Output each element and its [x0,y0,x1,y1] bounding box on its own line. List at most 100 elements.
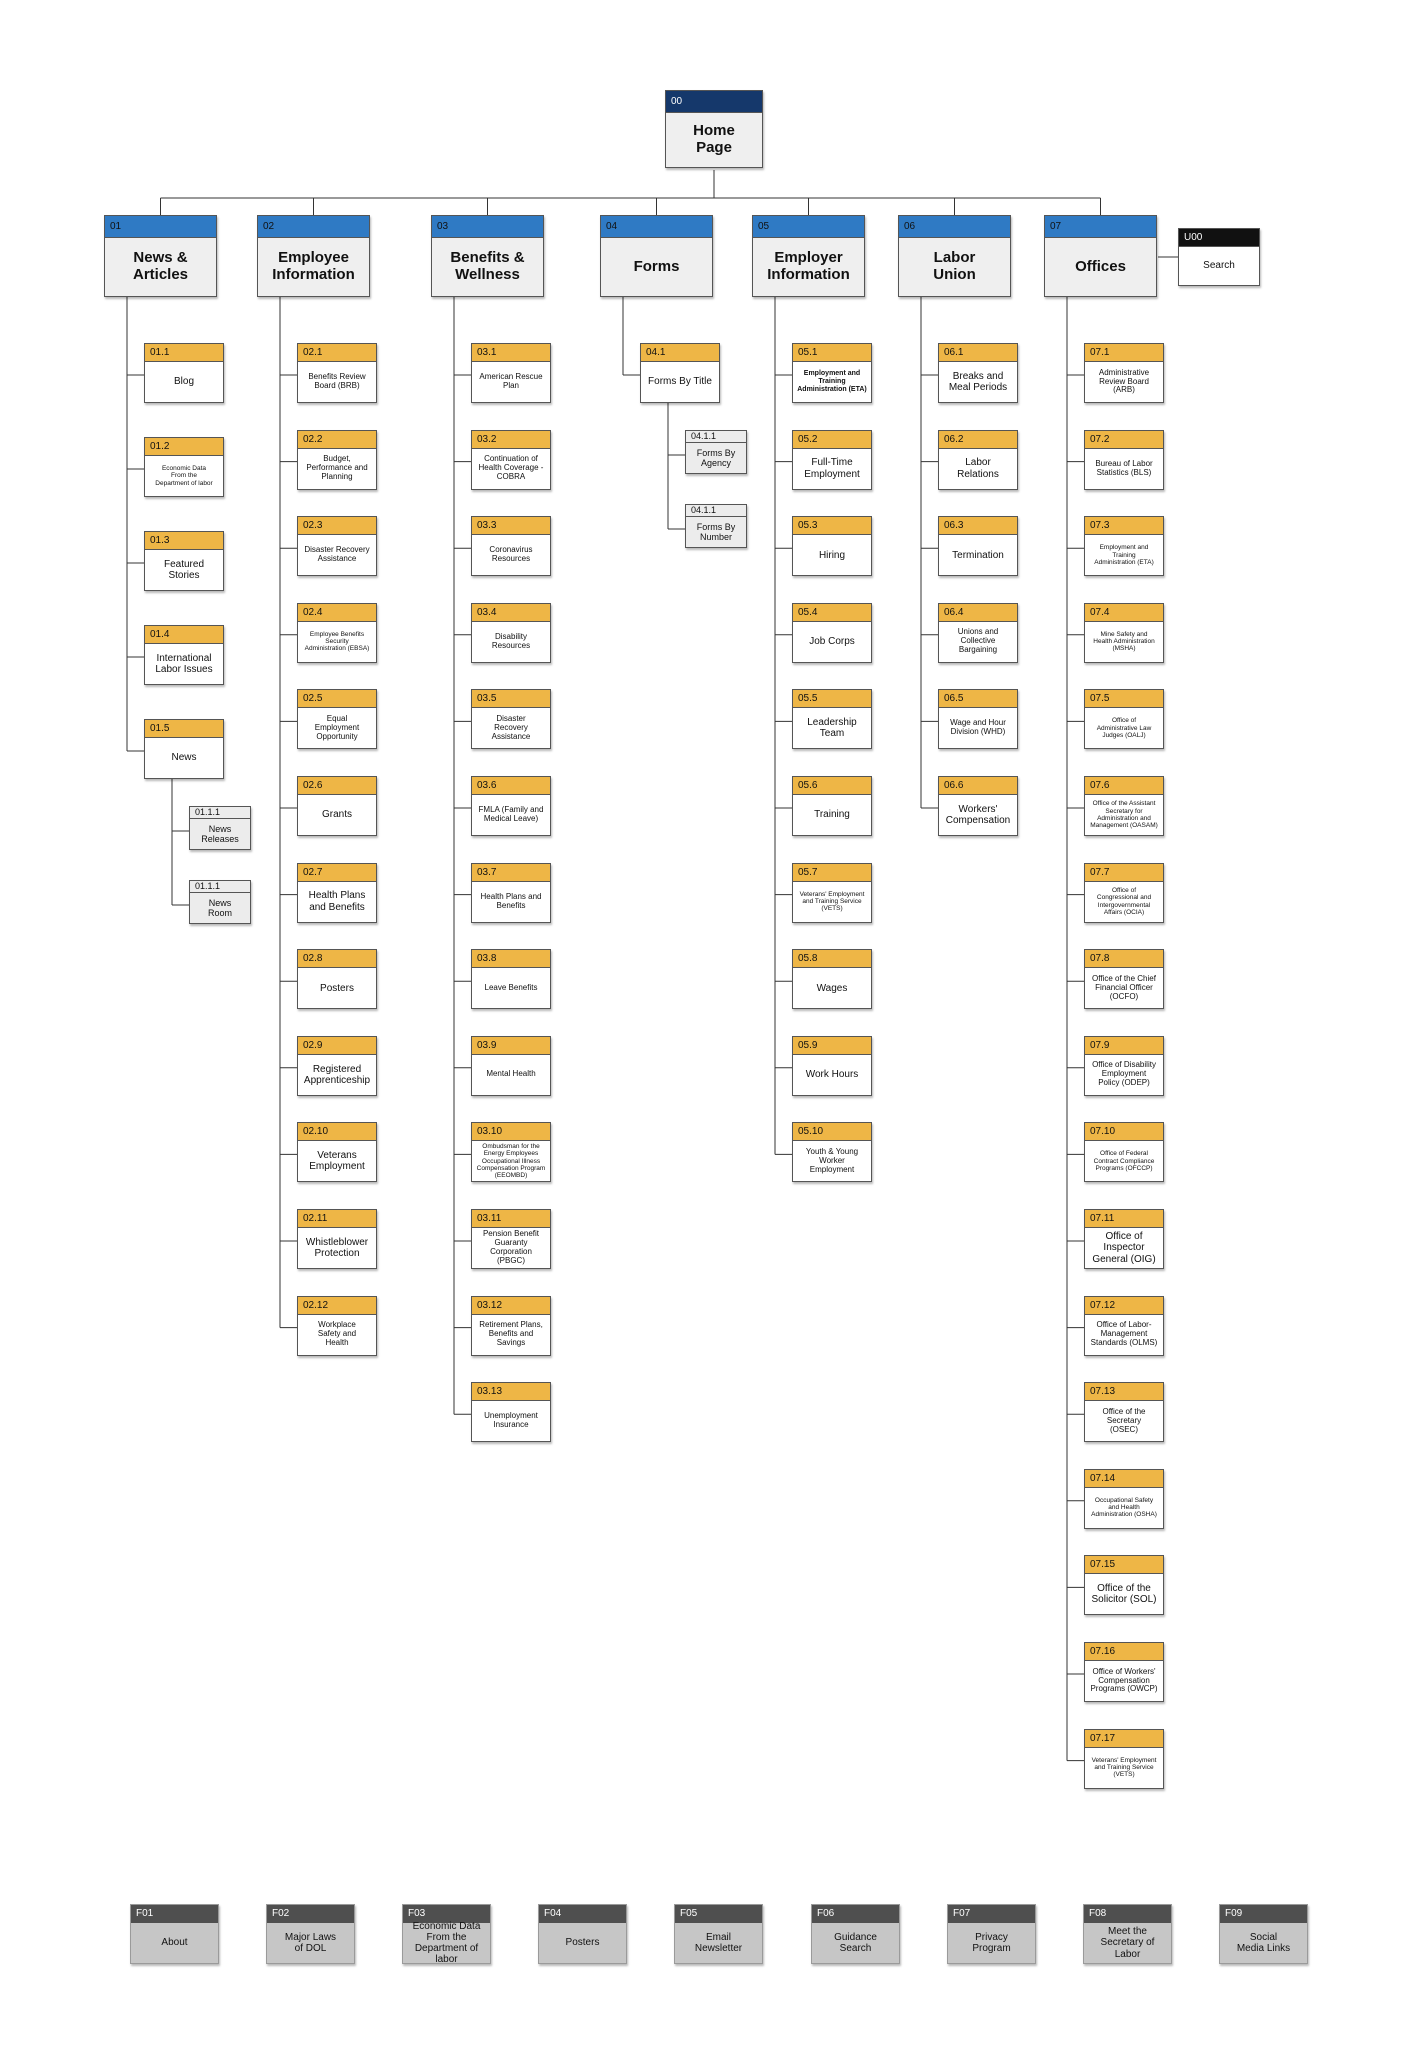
item-node-05-3-id: 05.3 [793,517,871,536]
section-node-04-label: Forms [601,238,712,296]
item-node-05-9-label: Work Hours [793,1054,871,1095]
footer-node-f01-label: About [131,1923,218,1963]
item-node-03-8-id: 03.8 [472,950,550,969]
item-node-07-5-id: 07.5 [1085,690,1163,709]
section-node-03-id: 03 [432,216,543,238]
item-node-06-1-id: 06.1 [939,344,1017,362]
item-node-06-6-id: 06.6 [939,777,1017,795]
item-node-07-17-id: 07.17 [1085,1729,1163,1748]
